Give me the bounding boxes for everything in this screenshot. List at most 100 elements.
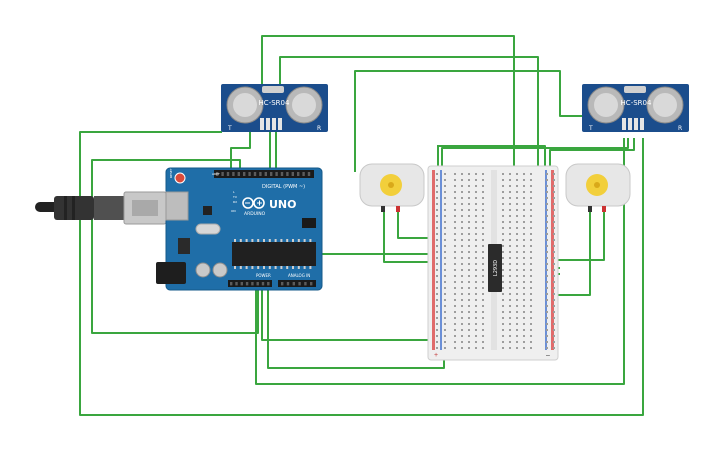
breadboard-hole <box>523 347 525 349</box>
breadboard-hole <box>468 275 470 277</box>
breadboard-hole <box>502 317 504 319</box>
rail-hole <box>444 281 446 283</box>
chip-pin <box>292 239 294 242</box>
wire-power-to-breadboard <box>261 287 437 341</box>
motor-right-terminal-2 <box>602 206 606 212</box>
dc-jack <box>156 262 186 284</box>
rail-hole <box>553 305 555 307</box>
breadboard-hole <box>523 269 525 271</box>
rail-hole <box>436 293 438 295</box>
breadboard-hole <box>468 305 470 307</box>
breadboard-hole <box>468 347 470 349</box>
breadboard-hole <box>502 203 504 205</box>
breadboard-hole <box>461 203 463 205</box>
breadboard-hole <box>502 209 504 211</box>
breadboard-hole <box>461 347 463 349</box>
rail-hole <box>553 203 555 205</box>
breadboard-hole <box>482 209 484 211</box>
rail-hole <box>553 323 555 325</box>
breadboard-hole <box>482 305 484 307</box>
breadboard-hole <box>482 287 484 289</box>
breadboard-hole <box>509 233 511 235</box>
breadboard-hole <box>502 215 504 217</box>
chip-pin <box>239 266 242 269</box>
atmega-chip <box>232 242 316 266</box>
breadboard-hole <box>482 185 484 187</box>
rail-hole <box>553 347 555 349</box>
breadboard-hole <box>530 185 532 187</box>
breadboard-hole <box>454 197 456 199</box>
rail-hole <box>436 239 438 241</box>
sensor-left-r-label: R <box>317 125 321 132</box>
breadboard-hole <box>530 347 532 349</box>
breadboard-hole <box>461 185 463 187</box>
rail-hole <box>546 341 548 343</box>
digital-pin <box>216 172 219 176</box>
breadboard-hole <box>475 245 477 247</box>
sensor-left-crystal <box>262 86 284 93</box>
breadboard-hole <box>530 209 532 211</box>
rail-hole <box>436 257 438 259</box>
breadboard-hole <box>509 347 511 349</box>
breadboard-hole <box>530 317 532 319</box>
chip-pin <box>280 266 283 269</box>
rail-hole <box>444 293 446 295</box>
breadboard-hole <box>502 335 504 337</box>
breadboard-hole <box>461 215 463 217</box>
breadboard-hole <box>502 293 504 295</box>
rail-hole <box>546 335 548 337</box>
reset-button[interactable] <box>174 172 186 184</box>
rail-hole <box>436 263 438 265</box>
digital-pin <box>291 172 294 176</box>
breadboard-hole <box>509 305 511 307</box>
rail-hole <box>444 299 446 301</box>
rail-hole <box>436 323 438 325</box>
digital-pin <box>232 172 235 176</box>
rail-hole <box>444 203 446 205</box>
breadboard-hole <box>502 233 504 235</box>
breadboard-hole <box>523 263 525 265</box>
rail-hole <box>436 209 438 211</box>
breadboard-hole <box>475 347 477 349</box>
chip-pin <box>303 239 306 242</box>
breadboard-hole <box>516 347 518 349</box>
small-chip <box>203 206 212 215</box>
chip-pin <box>251 239 254 242</box>
rail-hole <box>444 347 446 349</box>
breadboard-hole <box>530 173 532 175</box>
breadboard-hole <box>482 323 484 325</box>
chip-pin <box>303 266 306 269</box>
breadboard-hole <box>454 323 456 325</box>
rail-hole <box>436 215 438 217</box>
breadboard-hole <box>475 299 477 301</box>
breadboard-hole <box>523 299 525 301</box>
breadboard-hole <box>523 329 525 331</box>
rail-hole <box>553 197 555 199</box>
breadboard-hole <box>530 293 532 295</box>
rail-hole <box>553 209 555 211</box>
rail-hole <box>444 275 446 277</box>
breadboard-hole <box>482 245 484 247</box>
breadboard-hole <box>454 239 456 241</box>
breadboard-hole <box>516 317 518 319</box>
breadboard-hole <box>530 197 532 199</box>
motor-driver-chip <box>488 244 502 292</box>
chip-pin <box>297 266 300 269</box>
digital-pin <box>237 172 240 176</box>
breadboard-hole <box>502 287 504 289</box>
arduino-logo-text: ARDUINO <box>244 211 266 217</box>
wire-gnd-to-breadboard <box>267 287 445 369</box>
breadboard-hole <box>461 275 463 277</box>
digital-pin <box>264 172 267 176</box>
breadboard-hole <box>523 209 525 211</box>
rail-hole <box>444 311 446 313</box>
breadboard-hole <box>516 245 518 247</box>
digital-pin <box>248 172 251 176</box>
breadboard-hole <box>475 185 477 187</box>
breadboard-hole <box>516 299 518 301</box>
power-pin <box>230 282 233 286</box>
breadboard-hole <box>509 341 511 343</box>
breadboard-hole <box>475 239 477 241</box>
breadboard-hole <box>523 203 525 205</box>
chip-pin <box>268 239 271 242</box>
